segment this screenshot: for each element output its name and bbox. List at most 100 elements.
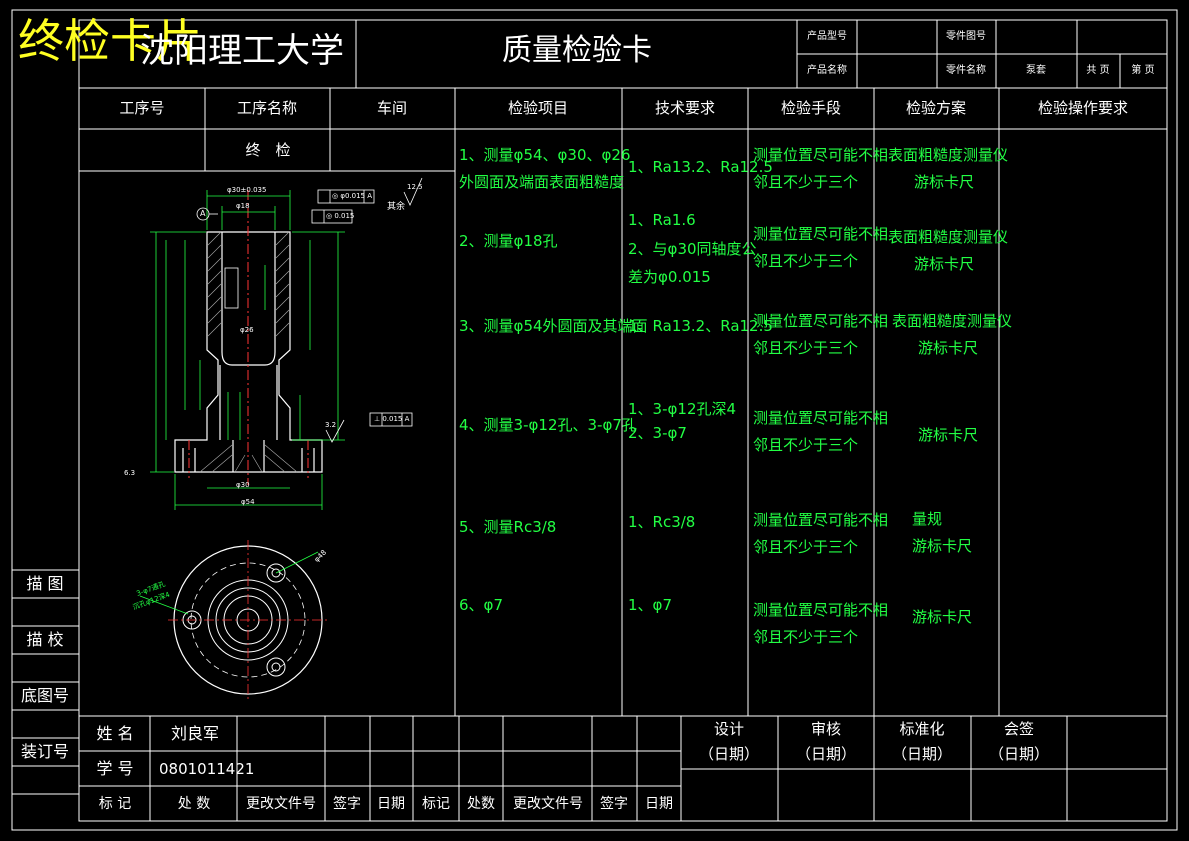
approval-standard-date: （日期）	[891, 745, 953, 763]
footer-sign-2: 签字	[600, 796, 628, 812]
row4-req-line2: 2、3-φ7	[628, 424, 687, 442]
part-name-label: 零件名称	[946, 65, 986, 76]
row4-plan: 游标卡尺	[918, 426, 979, 444]
side-label-trace-check: 描 校	[26, 630, 64, 649]
row1-means-line1: 测量位置尽可能不相	[753, 146, 889, 164]
dim-top-diameter: φ30±0.035	[227, 186, 267, 194]
gdt-coaxiality-2: ◎ 0.015	[326, 212, 355, 220]
dim-chamfer: 6.3	[124, 469, 136, 477]
approval-countersign-date: （日期）	[988, 745, 1050, 763]
row2-plan-line1: 表面粗糙度测量仪	[888, 228, 1009, 246]
section-view	[150, 177, 423, 510]
product-name-label: 产品名称	[807, 65, 847, 76]
name-value: 刘良军	[171, 724, 220, 743]
product-model-label: 产品型号	[807, 31, 847, 42]
row5-means-line1: 测量位置尽可能不相	[753, 511, 889, 529]
row3-item: 3、测量φ54外圆面及其端面	[459, 317, 648, 335]
row3-plan-line2: 游标卡尺	[918, 339, 979, 357]
gdt-perpendicularity: ⊥ 0.015 A	[374, 415, 410, 423]
dim-flange-diameter: φ54	[241, 498, 255, 506]
row1-plan-line2: 游标卡尺	[914, 173, 975, 191]
row5-plan-line2: 游标卡尺	[912, 537, 973, 555]
col-process-no: 工序号	[119, 99, 165, 117]
row4-means-line1: 测量位置尽可能不相	[753, 409, 889, 427]
row2-item: 2、测量φ18孔	[459, 232, 558, 250]
row1-plan-line1: 表面粗糙度测量仪	[888, 146, 1009, 164]
footer-count-2: 处数	[467, 796, 495, 812]
footer-count-1: 处 数	[177, 796, 211, 812]
row6-req: 1、φ7	[628, 596, 672, 614]
col-inspection-means: 检验手段	[780, 99, 842, 117]
row5-req: 1、Rc3/8	[628, 513, 696, 531]
footer-sign-1: 签字	[333, 796, 361, 812]
row5-plan-line1: 量规	[912, 510, 943, 528]
row4-means-line2: 邻且不少于三个	[753, 436, 859, 454]
col-operation-requirement: 检验操作要求	[1037, 99, 1129, 117]
roughness-rest-value: 12.5	[407, 183, 423, 191]
side-label-trace: 描 图	[26, 574, 64, 593]
frame-lines	[11, 9, 1178, 831]
row5-item: 5、测量Rc3/8	[459, 518, 557, 536]
row1-item-line2: 外圆面及端面表面粗糙度	[459, 173, 625, 191]
col-tech-requirement: 技术要求	[654, 99, 716, 117]
school-name: 沈阳理工大学	[140, 31, 344, 71]
process-name-value: 终 检	[245, 141, 291, 159]
datum-label: A	[200, 209, 206, 218]
row4-req-line1: 1、3-φ12孔深4	[628, 400, 737, 418]
row4-item: 4、测量3-φ12孔、3-φ7孔	[459, 416, 637, 434]
row3-req: 1、Ra13.2、Ra12.5	[628, 317, 773, 335]
row2-means-line1: 测量位置尽可能不相	[753, 225, 889, 243]
row1-means-line2: 邻且不少于三个	[753, 173, 859, 191]
side-label-base-drawing: 底图号	[20, 686, 70, 705]
row6-item: 6、φ7	[459, 596, 503, 614]
row3-means-line1: 测量位置尽可能不相	[753, 312, 889, 330]
name-label: 姓 名	[96, 724, 134, 743]
row2-req-line1: 1、Ra1.6	[628, 211, 696, 229]
dim-bore-diameter: φ18	[236, 202, 250, 210]
row2-req-line3: 差为φ0.015	[628, 268, 711, 286]
row6-means-line1: 测量位置尽可能不相	[753, 601, 889, 619]
col-inspection-plan: 检验方案	[905, 99, 967, 117]
part-drawing-no-label: 零件图号	[946, 31, 986, 42]
watermark-title: 终检卡片	[18, 14, 202, 68]
footer-date-1: 日期	[377, 796, 405, 812]
gdt-coaxiality-1: ◎ φ0.015 A	[332, 192, 373, 200]
part-name-value: 泵套	[1026, 65, 1046, 76]
row2-means-line2: 邻且不少于三个	[753, 252, 859, 270]
footer-mark-1: 标 记	[98, 796, 132, 812]
footer-change-doc-1: 更改文件号	[246, 796, 316, 812]
row6-plan: 游标卡尺	[912, 608, 973, 626]
total-pages-label: 共 页	[1086, 65, 1110, 76]
footer-date-2: 日期	[645, 796, 673, 812]
approval-design-label: 设计	[713, 720, 745, 738]
row3-plan-line1: 表面粗糙度测量仪	[892, 312, 1013, 330]
row6-means-line2: 邻且不少于三个	[753, 628, 859, 646]
approval-countersign-label: 会签	[1003, 720, 1035, 738]
plan-view	[139, 540, 330, 700]
approval-standard-label: 标准化	[899, 720, 945, 738]
col-inspection-item: 检验项目	[507, 99, 569, 117]
dim-base-diameter: φ30	[236, 481, 250, 489]
dim-inner-diameter: φ26	[240, 326, 254, 334]
student-id-label: 学 号	[96, 759, 134, 778]
roughness-3-2: 3.2	[325, 421, 337, 429]
row2-req-line2: 2、与φ30同轴度公	[628, 240, 757, 258]
row1-item-line1: 1、测量φ54、φ30、φ26	[459, 146, 631, 164]
col-process-name: 工序名称	[236, 99, 298, 117]
footer-change-doc-2: 更改文件号	[513, 796, 583, 812]
approval-review-label: 审核	[810, 720, 842, 738]
roughness-rest-label: 其余	[387, 202, 406, 212]
col-workshop: 车间	[376, 99, 408, 117]
footer-mark-2: 标记	[422, 796, 450, 812]
row2-plan-line2: 游标卡尺	[914, 255, 975, 273]
approval-design-date: （日期）	[698, 745, 760, 763]
student-id-value: 0801011421	[159, 760, 255, 778]
row3-means-line2: 邻且不少于三个	[753, 339, 859, 357]
row5-means-line2: 邻且不少于三个	[753, 538, 859, 556]
page-number-label: 第 页	[1131, 65, 1155, 76]
side-label-binding: 装订号	[20, 742, 70, 761]
row1-req: 1、Ra13.2、Ra12.5	[628, 158, 773, 176]
approval-review-date: （日期）	[795, 745, 857, 763]
card-title: 质量检验卡	[502, 33, 652, 68]
